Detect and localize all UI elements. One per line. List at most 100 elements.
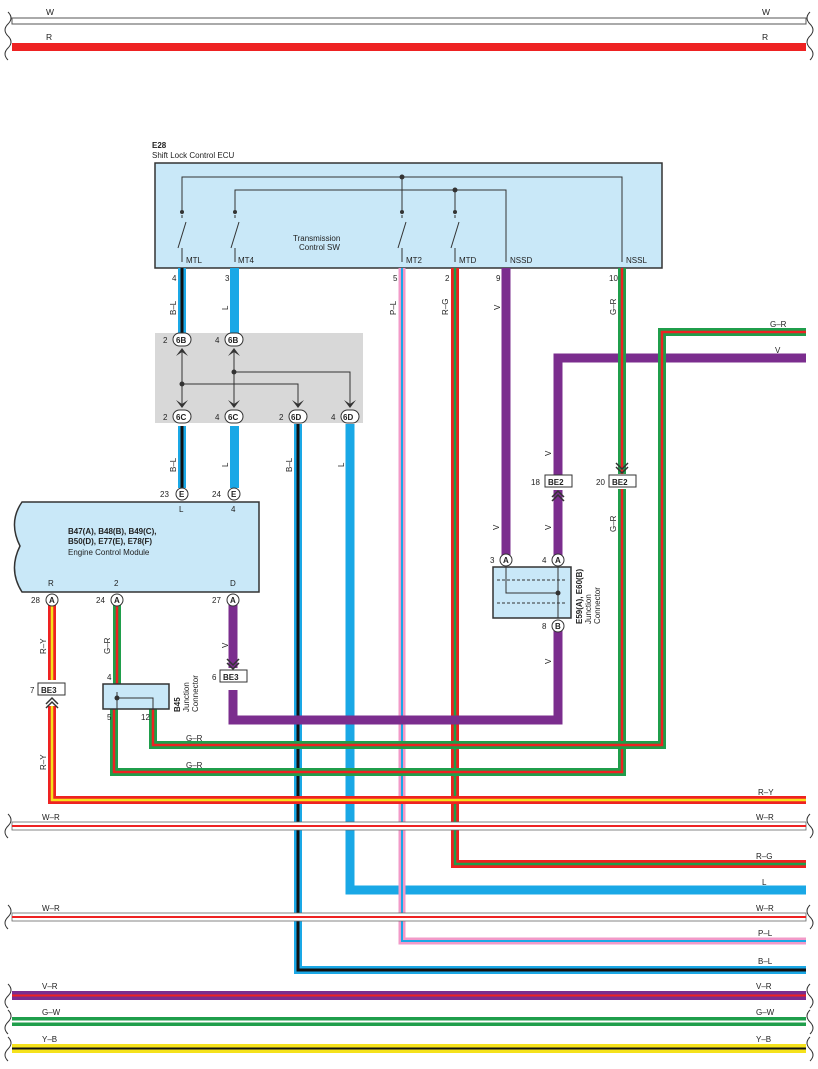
wire-label: G–R [103, 637, 112, 654]
svg-text:Y–B: Y–B [42, 1035, 57, 1044]
svg-text:BE3: BE3 [41, 686, 57, 695]
bus-label: R [46, 32, 52, 42]
jc-e59: 3 A 4 A 8 B E59(A), E60(B) Junction Conn… [490, 553, 602, 633]
wire-pl [398, 268, 806, 945]
pin-number: 3 [225, 274, 230, 283]
conn-6c-4: 6C4 [215, 409, 244, 424]
terminal-name: MTL [186, 256, 203, 265]
wire-label: V [221, 642, 230, 648]
svg-text:Junction: Junction [182, 682, 191, 712]
conn-6d-4: 6D 4 [331, 409, 360, 424]
ecm-title-2: B50(D), E77(E), E78(F) [68, 537, 152, 546]
svg-text:BE2: BE2 [612, 478, 628, 487]
wire-label: G–R [186, 761, 203, 770]
svg-text:B45: B45 [173, 697, 182, 712]
svg-text:A: A [114, 596, 120, 605]
wire-label: B–L [169, 300, 178, 315]
wire-bl-mtl [178, 268, 186, 488]
svg-text:W–R: W–R [756, 904, 774, 913]
svg-text:12: 12 [141, 713, 150, 722]
bus-label: W [762, 7, 770, 17]
wire-label: R–Y [39, 754, 48, 770]
wire-label: V [493, 304, 502, 310]
bus-label: B–L [758, 957, 773, 966]
terminal-name: MTD [459, 256, 477, 265]
svg-text:4: 4 [231, 505, 236, 514]
wire-v-jc [228, 630, 563, 725]
svg-text:6B: 6B [176, 336, 186, 345]
bus-label: V [775, 346, 781, 355]
svg-text:6D: 6D [343, 413, 353, 422]
svg-text:G–W: G–W [756, 1008, 775, 1017]
wire-label: G–R [609, 298, 618, 315]
terminal-name: MT2 [406, 256, 423, 265]
svg-text:4: 4 [215, 336, 220, 345]
pin-number: 2 [445, 274, 450, 283]
switch-label-1: Transmission [293, 234, 340, 243]
bus-line-wr-1: W–R W–R [4, 813, 814, 839]
svg-text:Junction: Junction [584, 594, 593, 624]
junction-block [155, 333, 363, 423]
svg-text:W–R: W–R [42, 904, 60, 913]
svg-text:E: E [231, 490, 237, 499]
jc-b45: 4 5 12 B45 Junction Connector [102, 673, 200, 722]
wire-bl-6d [294, 424, 806, 974]
wire-label: G–R [186, 734, 203, 743]
svg-text:6D: 6D [291, 413, 301, 422]
pin-number: 10 [609, 274, 618, 283]
terminal-name: NSSL [626, 256, 647, 265]
wire-l-mt4 [230, 268, 239, 488]
wire-label: B–L [169, 457, 178, 472]
bus-line-vr: V–R V–R [4, 982, 814, 1009]
bus-line-gw: G–W G–W [4, 1008, 814, 1035]
svg-text:E: E [179, 490, 185, 499]
svg-text:A: A [230, 596, 236, 605]
ecu-box [154, 162, 663, 269]
pin-number: 4 [172, 274, 177, 283]
svg-text:L: L [179, 505, 184, 514]
connector-be2-right: 20 BE2 [596, 462, 637, 488]
svg-text:6B: 6B [228, 336, 238, 345]
wire-label: R–G [441, 299, 450, 315]
svg-text:BE2: BE2 [548, 478, 564, 487]
svg-text:24: 24 [96, 596, 105, 605]
svg-text:3: 3 [490, 556, 495, 565]
terminal-name: MT4 [238, 256, 255, 265]
terminal-name: NSSD [510, 256, 532, 265]
ecm-bottom-connectors: R 28 A 2 24 A D 27 A [31, 579, 240, 607]
svg-text:8: 8 [542, 622, 547, 631]
svg-text:6: 6 [212, 673, 217, 682]
svg-text:27: 27 [212, 596, 221, 605]
svg-text:Connector: Connector [593, 587, 602, 624]
wire-ry [48, 605, 806, 804]
svg-text:4: 4 [542, 556, 547, 565]
svg-text:BE3: BE3 [223, 673, 239, 682]
svg-text:Connector: Connector [191, 675, 200, 712]
wire-label: V [492, 524, 501, 530]
svg-text:D: D [230, 579, 236, 588]
wire-label: L [221, 305, 230, 310]
svg-text:V–R: V–R [756, 982, 772, 991]
svg-text:A: A [503, 556, 509, 565]
bus-label: R [762, 32, 768, 42]
svg-text:28: 28 [31, 596, 40, 605]
svg-text:4: 4 [331, 413, 336, 422]
bus-line-yb: Y–B Y–B [4, 1035, 814, 1062]
conn-6b-4: 6B 4 [215, 332, 244, 347]
svg-text:Y–B: Y–B [756, 1035, 771, 1044]
bus-label: R–G [756, 852, 772, 861]
svg-text:R: R [48, 579, 54, 588]
switch-label-2: Control SW [299, 243, 340, 252]
wire-label: B–L [285, 457, 294, 472]
svg-text:4: 4 [107, 673, 112, 682]
ecm-top-connectors: 23 E L 24 E 4 [160, 487, 241, 514]
bus-label: R–Y [758, 788, 774, 797]
svg-text:2: 2 [163, 413, 168, 422]
bus-line-r-top: R R [4, 32, 814, 61]
pin-number: 9 [496, 274, 501, 283]
wire-l-6d [345, 424, 806, 895]
bus-line-wr-2: W–R W–R [4, 904, 814, 930]
svg-text:2: 2 [163, 336, 168, 345]
svg-text:A: A [555, 556, 561, 565]
